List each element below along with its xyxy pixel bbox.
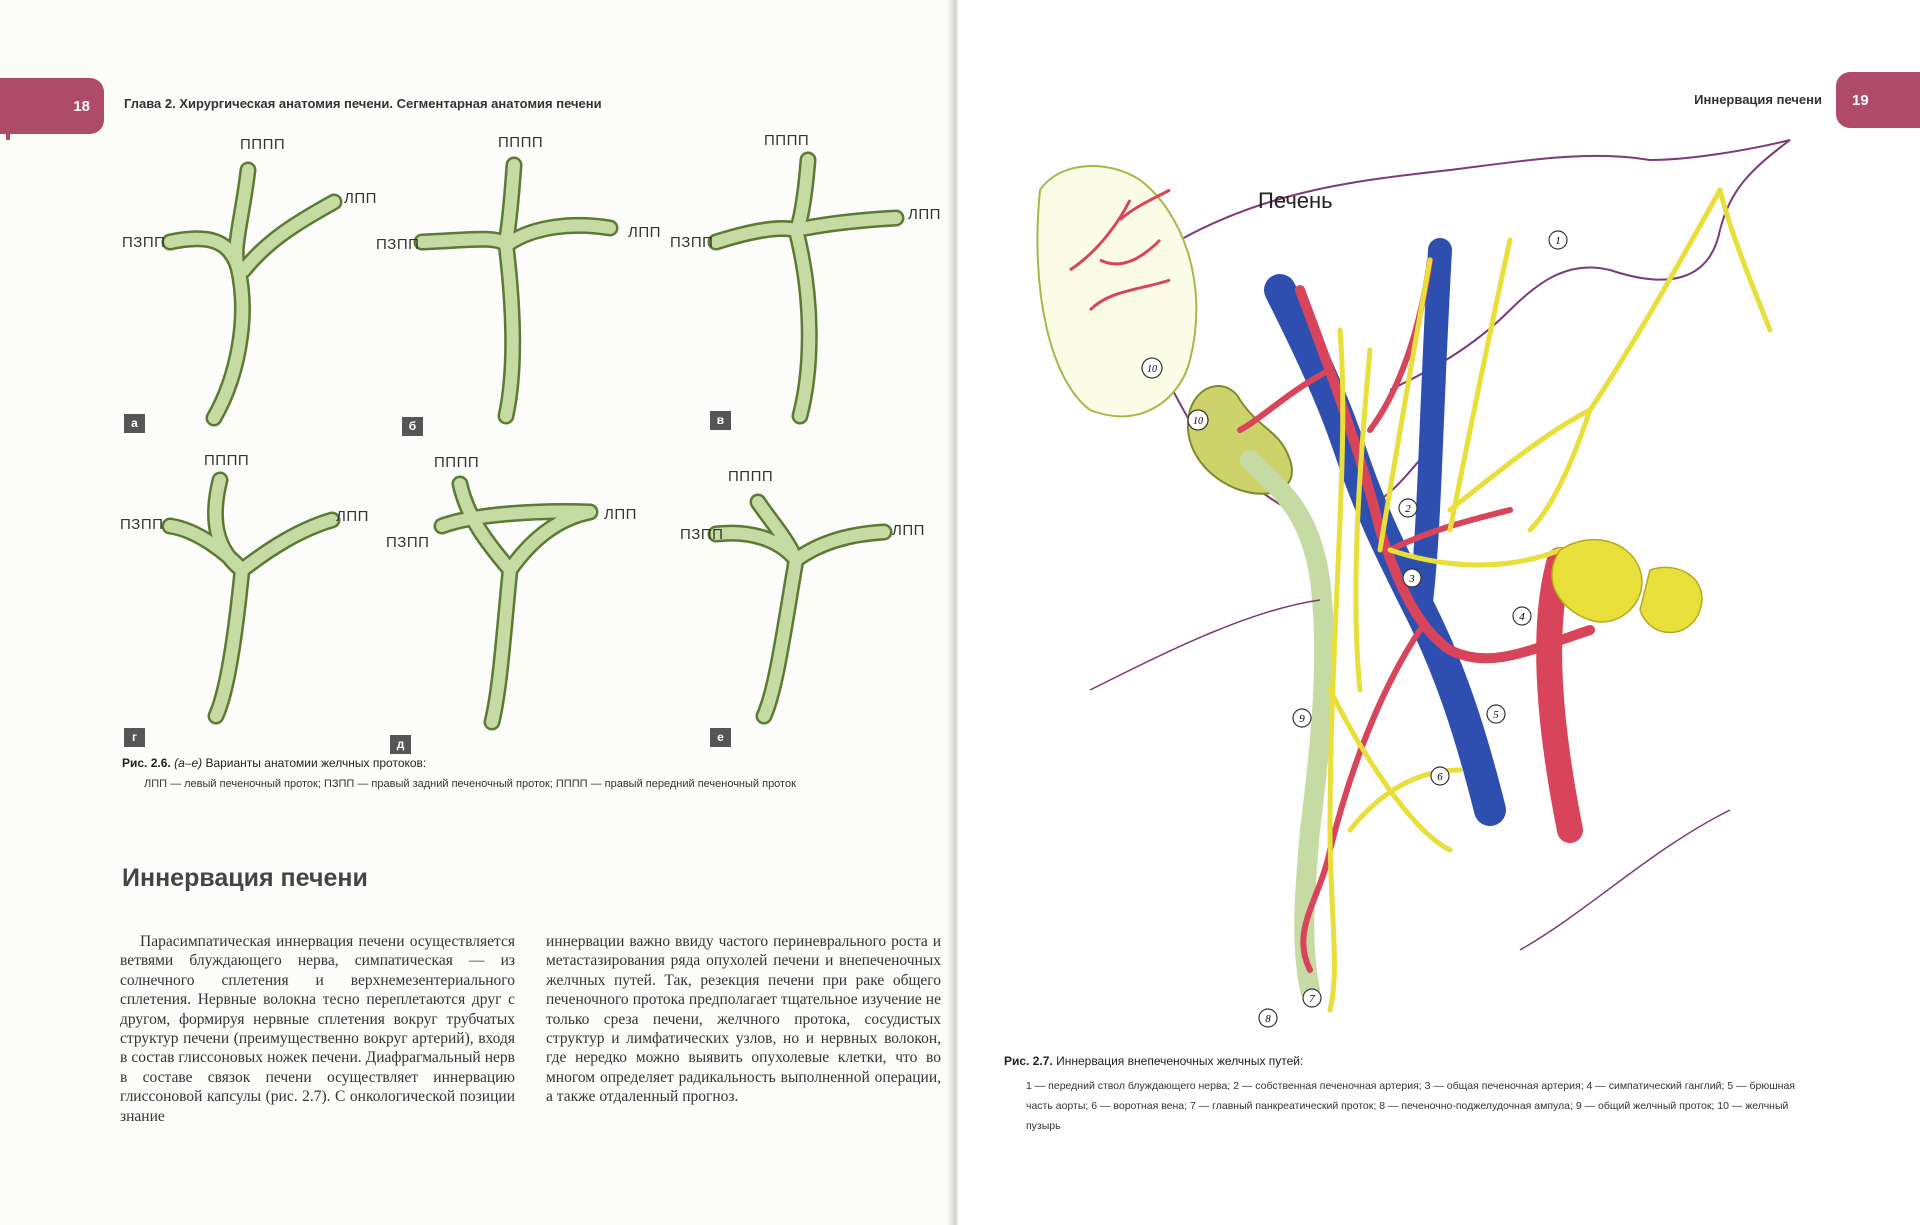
duct-label-left: ПЗПП [122,234,166,251]
duct-label-left: ПЗПП [376,236,420,253]
running-head-right: Иннервация печени [1694,92,1822,107]
svg-text:8: 8 [1265,1013,1271,1025]
duct-label-right: ЛПП [628,224,661,241]
duct-drawing-v [707,151,905,425]
page-number-tab-right: 19 [1836,72,1920,128]
variant-letter-v: в [710,411,731,430]
caption-number: Рис. 2.6. [122,756,171,770]
svg-text:1: 1 [1555,235,1561,247]
duct-variant-e: ПППП ПЗПП ЛПП [660,460,930,760]
figure-2-6-caption: Рис. 2.6. (а–е) Варианты анатомии желчны… [122,756,922,790]
sympathetic-ganglion [1551,538,1643,623]
illustration-title: Печень [1258,188,1333,213]
svg-text:10: 10 [1193,416,1203,427]
duct-drawing-e [707,493,893,725]
duct-drawing-g [161,471,341,725]
duct-label-left: ПЗПП [386,534,430,551]
variant-letter-e: е [710,728,731,747]
duct-label-right: ЛПП [336,508,369,525]
variant-letter-g: г [124,728,145,747]
body-paragraph: иннервации важно ввиду частого периневра… [546,933,941,1106]
svg-text:2: 2 [1405,503,1411,515]
body-column-1: Парасимпатическая иннервация печени осущ… [120,932,515,1126]
duct-variant-g: ПППП ПЗПП ЛПП [118,450,388,750]
marker-1: 1 [1548,230,1568,250]
duct-label-left: ПЗПП [120,516,164,533]
duct-label-right: ЛПП [892,522,925,539]
duct-label-top: ПППП [434,454,480,471]
marker-10-upper: 10 [1141,357,1163,379]
svg-text:3: 3 [1408,573,1415,585]
variant-letter-b: б [402,417,423,436]
page-number-tab-left: 18 [0,78,104,140]
variant-letter-d: д [390,735,411,754]
nerve-fibers [1327,187,1773,1013]
marker-4: 4 [1512,606,1532,626]
marker-10-lower: 10 [1187,409,1209,431]
caption-legend: ЛПП — левый печеночный проток; ПЗПП — пр… [144,778,796,790]
marker-2: 2 [1398,498,1418,518]
liver-outline [1144,139,1791,441]
marker-9: 9 [1292,708,1312,728]
svg-text:9: 9 [1299,713,1305,725]
section-title: Иннервация печени [122,864,368,892]
caption-legend: 1 — передний ствол блуждающего нерва; 2 … [1026,1080,1795,1132]
gallbladder-vessels [1069,188,1171,312]
marker-5: 5 [1486,704,1506,724]
duct-label-top: ПППП [204,452,250,469]
duct-label-top: ПППП [240,136,286,153]
common-bile-duct [1240,450,1335,1000]
svg-text:7: 7 [1309,993,1315,1005]
variant-letter-a: а [124,414,145,433]
duct-variant-v: ПППП ПЗПП ЛПП [664,130,940,430]
innervation-illustration: 1 2 3 4 5 6 7 8 9 10 10 [1036,139,1791,1028]
duct-label-top: ПППП [498,134,544,151]
portal-vein-branch [1408,238,1452,622]
marker-6: 6 [1430,766,1450,786]
body-paragraph: Парасимпатическая иннервация печени осущ… [120,933,515,1125]
marker-3: 3 [1402,568,1422,588]
caption-title: Иннервация внепеченочных желчных путей: [1056,1054,1304,1068]
marker-7: 7 [1302,988,1322,1008]
duct-label-top: ПППП [728,468,774,485]
duct-variant-d: ПППП ПЗПП ЛПП [380,450,650,750]
duct-label-left: ПЗПП [670,234,714,251]
duct-label-left: ПЗПП [680,526,724,543]
page-number-left: 18 [73,98,90,115]
tab-edge-mark [6,78,10,140]
caption-title: Варианты анатомии желчных протоков: [205,756,427,770]
proper-hepatic-artery [1295,285,1595,664]
figure-2-7-caption: Рис. 2.7. Иннервация внепеченочных желчн… [1004,1054,1824,1136]
svg-text:6: 6 [1437,771,1443,783]
gallbladder-fundus [1036,165,1198,418]
caption-number: Рис. 2.7. [1004,1054,1053,1068]
marker-8: 8 [1258,1008,1278,1028]
phrenic-lines [1089,599,1731,951]
svg-text:5: 5 [1493,709,1499,721]
duct-label-top: ПППП [764,132,810,149]
duct-drawing-b [413,156,619,425]
duct-label-right: ЛПП [908,206,941,223]
left-page: 18 Глава 2. Хирургическая анатомия печен… [0,0,955,1225]
svg-text:10: 10 [1147,364,1157,375]
page-number-right: 19 [1852,92,1869,109]
duct-label-right: ЛПП [344,190,377,207]
duct-drawing-d [433,475,599,731]
duct-drawing-a [161,161,343,427]
artery-branches [1237,257,1513,973]
duct-label-right: ЛПП [604,506,637,523]
celiac-ganglion [1639,566,1703,634]
duct-variant-b: ПППП ПЗПП ЛПП [374,130,660,430]
duct-variant-a: ПППП ПЗПП ЛПП [118,130,388,430]
svg-text:4: 4 [1519,611,1525,623]
running-head-left: Глава 2. Хирургическая анатомия печени. … [124,96,602,111]
caption-range: (а–е) [174,756,203,770]
body-column-2: иннервации важно ввиду частого периневра… [546,932,941,1107]
